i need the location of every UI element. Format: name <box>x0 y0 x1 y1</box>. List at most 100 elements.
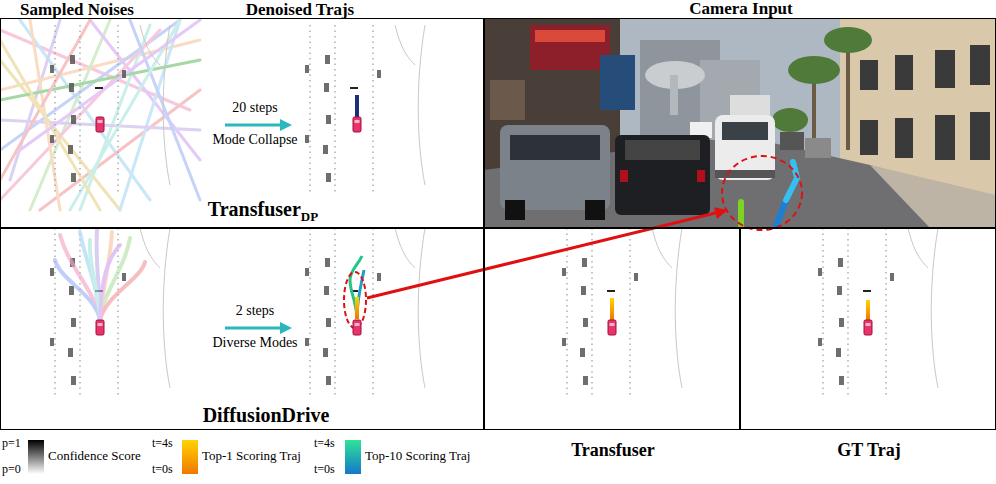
legend-text: Top-10 Scoring Traj <box>365 449 470 464</box>
drawing-part <box>846 40 850 150</box>
drawing-part <box>824 27 872 53</box>
drawing-part <box>20 20 200 150</box>
drawing-part <box>772 27 872 160</box>
step-arrow <box>225 119 292 334</box>
drawing-part <box>225 124 282 127</box>
drawing-part <box>860 120 878 155</box>
drawing-part <box>96 320 104 335</box>
camera-image <box>484 18 996 228</box>
panel-title-text: Transfuser <box>208 198 301 220</box>
drawing-part <box>585 200 605 220</box>
panel-box: GT Traj <box>740 228 996 430</box>
drawing-part <box>600 55 635 110</box>
bev-map <box>562 228 682 398</box>
bev-map <box>50 228 425 398</box>
drawing-part <box>535 30 605 42</box>
drawing-part <box>715 115 775 180</box>
drawing-part <box>860 45 990 160</box>
panel-title: Camera Input <box>689 0 792 19</box>
legend-text: Top-1 Scoring Traj <box>202 449 301 464</box>
panel-title-text: DiffusionDrive <box>203 404 330 426</box>
drawing-part <box>772 108 808 132</box>
connector-line <box>367 213 715 298</box>
drawing-part <box>870 165 996 228</box>
drawing-part <box>500 125 610 210</box>
drawing-part <box>935 50 955 88</box>
panel-title-subscript: DP <box>301 209 318 224</box>
bev-map <box>50 25 425 195</box>
scale-end: t=0s <box>152 463 173 477</box>
panel-title: TransfuserDP <box>208 198 318 224</box>
step-label: 2 steps <box>236 303 275 319</box>
drawing-part <box>120 20 180 210</box>
scale-end: t=0s <box>314 463 335 477</box>
drawing-part <box>505 200 525 220</box>
drawing-part <box>90 240 100 320</box>
column-heading: Denoised Trajs <box>246 0 354 20</box>
panel-title-text: GT Traj <box>837 440 901 460</box>
arrow-head <box>714 207 728 219</box>
drawing-part <box>280 322 292 334</box>
bev-map <box>818 228 938 398</box>
panel-box: Camera Input <box>484 18 996 228</box>
drawing-part <box>615 135 710 215</box>
drawing-part <box>608 320 616 335</box>
drawing-part <box>562 228 682 398</box>
drawing-part <box>715 170 775 178</box>
panel-box: TransfuserDP <box>0 18 484 228</box>
drawing-part <box>818 228 938 398</box>
drawing-part <box>353 117 361 132</box>
drawing-part <box>484 18 996 228</box>
drawing-part <box>305 25 425 195</box>
drawing-part <box>776 200 786 226</box>
drawing-part <box>50 228 170 398</box>
drawing-part <box>353 320 361 335</box>
drawing-part <box>305 228 425 398</box>
drawing-part <box>100 245 120 320</box>
drawing-part <box>670 75 678 115</box>
drawing-part <box>866 300 870 320</box>
legend-text: Confidence Score <box>48 449 141 464</box>
panel-box: Transfuser <box>484 228 740 430</box>
legend-swatch <box>345 440 361 474</box>
drawing-part <box>225 327 282 330</box>
legend-swatch <box>182 440 198 474</box>
drawing-part <box>788 56 840 84</box>
panel-title-text: Camera Input <box>689 0 792 18</box>
panel-title: GT Traj <box>837 441 901 461</box>
drawing-part <box>610 298 614 320</box>
drawing-part <box>490 80 525 120</box>
noise-lines <box>0 20 200 210</box>
drawing-part <box>697 170 705 182</box>
drawing-part <box>864 320 872 335</box>
drawing-part <box>96 117 104 132</box>
step-note: Mode Collapse <box>212 132 297 148</box>
drawing-part <box>970 45 990 85</box>
panel-title: DiffusionDrive <box>203 404 330 426</box>
panel-box: DiffusionDrive <box>0 228 484 430</box>
drawing-part <box>935 115 955 160</box>
scale-end: t=4s <box>314 437 335 451</box>
panel-title: Transfuser <box>571 441 655 461</box>
step-label: 20 steps <box>232 100 278 116</box>
scale-end: p=0 <box>2 463 21 477</box>
drawing-part <box>780 132 804 150</box>
drawing-part <box>805 138 831 158</box>
panel-title-text: Transfuser <box>571 440 655 460</box>
drawing-part <box>510 135 600 160</box>
drawing-part <box>970 112 990 160</box>
drawing-part <box>0 20 90 180</box>
connector-arrow <box>367 213 715 298</box>
drawing-part <box>625 140 700 160</box>
step-note: Diverse Modes <box>212 335 297 351</box>
column-heading: Sampled Noises <box>20 0 134 20</box>
drawing-part <box>530 25 610 70</box>
legend-swatch <box>28 440 44 474</box>
drawing-part <box>722 122 768 140</box>
drawing-part <box>895 55 913 90</box>
drawing-part <box>280 119 292 131</box>
drawing-part <box>50 25 170 195</box>
drawing-part <box>895 118 913 158</box>
